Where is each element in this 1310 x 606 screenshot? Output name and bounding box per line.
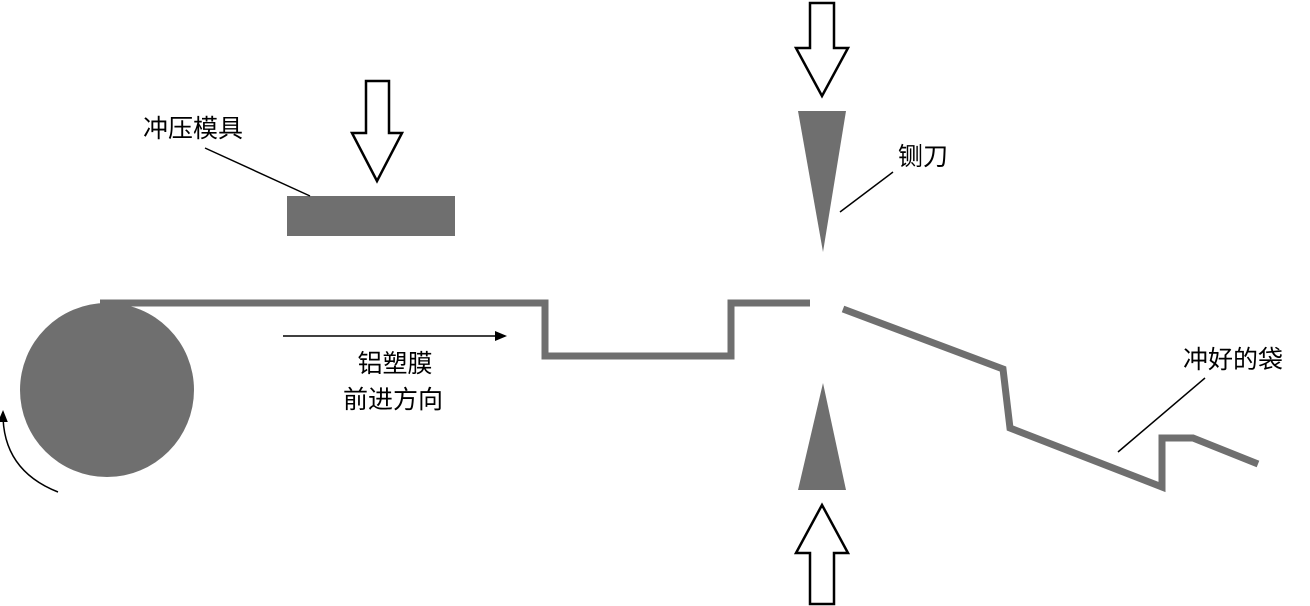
bag-label-pointer-line <box>1117 377 1206 453</box>
upper-cutter-blade <box>798 111 846 252</box>
film-roll-circle <box>20 303 194 477</box>
cutter-label: 铡刀 <box>898 143 948 171</box>
bag-path-line <box>841 305 1260 493</box>
bag-label: 冲好的袋 <box>1183 346 1283 374</box>
film-direction-label-line1: 铝塑膜 <box>357 350 432 378</box>
cutter-up-arrow <box>793 502 851 606</box>
stamping-die-rect <box>287 196 455 236</box>
press-down-arrow <box>349 79 405 184</box>
cutter-down-arrow <box>793 1 851 99</box>
die-label: 冲压模具 <box>143 115 243 143</box>
lower-cutter-blade <box>798 383 846 490</box>
cutter-label-pointer-line <box>839 171 894 213</box>
film-path-line <box>100 299 810 360</box>
roll-rotation-arrow <box>0 410 59 493</box>
film-direction-label-line2: 前进方向 <box>343 386 443 414</box>
die-label-pointer-line <box>204 147 311 197</box>
